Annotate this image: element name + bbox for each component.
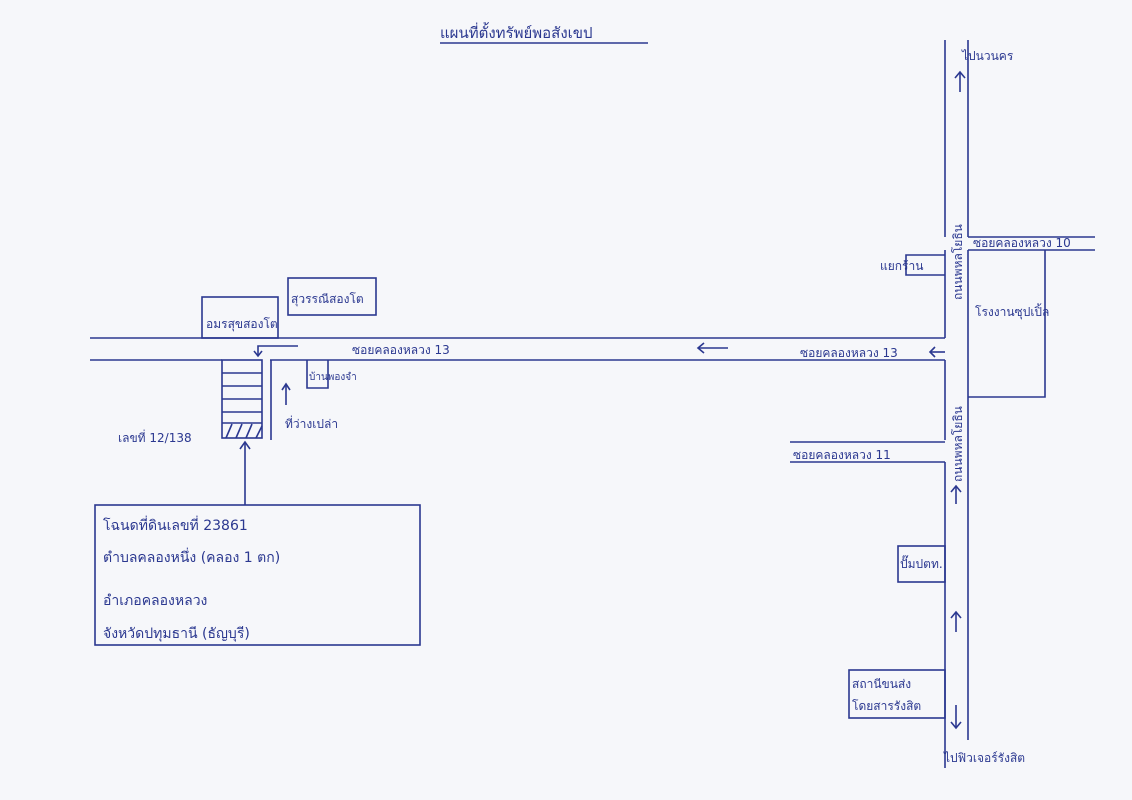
- arrow-down-icon: [950, 705, 962, 730]
- arrow-left-icon: [928, 346, 945, 358]
- shop-label: แยกร้าน: [880, 259, 923, 273]
- arrow-left-icon: [696, 342, 728, 354]
- subject-property-hatched: [225, 423, 263, 439]
- road-label-phahonyothin-upper: ถนนพหลโยธิน: [951, 224, 965, 300]
- direction-south-label: ไปฟิวเจอร์รังสิต: [943, 751, 1025, 765]
- arrow-up-icon: [950, 484, 962, 504]
- road-label-phahonyothin-lower: ถนนพหลโยธิน: [951, 406, 965, 482]
- house-label: บ้านพองจำ: [309, 371, 357, 383]
- arrow-up-icon: [239, 440, 251, 505]
- bus-station-box: [848, 669, 946, 719]
- vacant-label: ที่ว่างเปล่า: [285, 415, 338, 431]
- arrow-up-icon: [281, 382, 291, 405]
- ptt-box: [897, 545, 946, 583]
- road-label-soi-13-left: ซอยคลองหลวง 13: [352, 343, 450, 357]
- bus-station-label-2: โดยสารรังสิต: [852, 699, 921, 713]
- road-label-soi-11: ซอยคลองหลวง 11: [793, 448, 891, 462]
- road-label-soi-13-right: ซอยคลองหลวง 13: [800, 346, 898, 360]
- suwanee-box: [287, 277, 377, 316]
- bus-station-label-1: สถานีขนส่ง: [852, 677, 911, 691]
- amon-box: [201, 296, 279, 339]
- house-number-label: เลขที่ 12/138: [118, 429, 192, 445]
- shop-box: [905, 254, 945, 276]
- property-info-box: [94, 504, 421, 646]
- road-soi-11: [790, 441, 945, 463]
- direction-north-label: ไปนวนคร: [961, 49, 1014, 63]
- arrow-up-icon: [954, 70, 966, 92]
- road-label-soi-10: ซอยคลองหลวง 10: [973, 236, 1071, 250]
- road-phahonyothin: [944, 40, 969, 768]
- ptt-label: ปั๊มปตท.: [900, 555, 943, 571]
- factory-label: โรงงานซุปเปิ้ล: [975, 303, 1049, 320]
- amon-label: อมรสุขสองโต: [206, 317, 278, 332]
- property-deed-number: โฉนดที่ดินเลขที่ 23861: [103, 516, 248, 534]
- turn-arrow-icon: [253, 345, 298, 358]
- property-district: อำเภอคลองหลวง: [103, 593, 207, 609]
- property-province: จังหวัดปทุมธานี (ธัญบุรี): [103, 626, 250, 642]
- road-soi-10: [968, 236, 1095, 251]
- townhouse-block: [221, 359, 263, 439]
- factory-box: [968, 250, 1046, 398]
- house-box: [306, 360, 329, 389]
- suwanee-label: สุวรรณีสองโต: [291, 292, 364, 307]
- map-title: แผนที่ตั้งทรัพย์พอสังเขป: [440, 22, 593, 42]
- property-subdistrict: ตำบลคลองหนึ่ง (คลอง 1 ตก): [103, 548, 280, 566]
- arrow-up-icon: [950, 610, 962, 632]
